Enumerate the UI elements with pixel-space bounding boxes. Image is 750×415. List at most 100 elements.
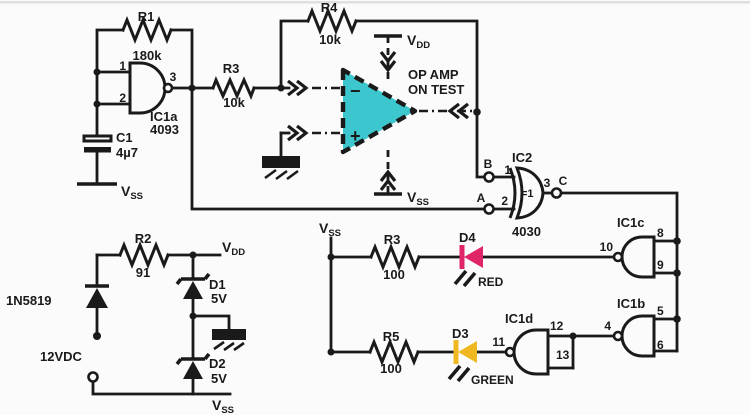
r5-ref-label: R5: [383, 329, 400, 344]
ic2-xor-symbol: =1: [521, 188, 534, 200]
op-amp-under-test: [262, 34, 473, 196]
op-amp-label-line2: ON TEST: [408, 82, 464, 97]
wire-osc-left-rail: [95, 28, 125, 138]
1n5819-label: 1N5819: [6, 293, 52, 308]
d1-ref-label: D1: [209, 277, 226, 292]
d3-emission-arrows-icon: [447, 364, 471, 383]
ic1c-pin10-label: 10: [600, 240, 614, 254]
nand-body-ic1a: [128, 61, 167, 115]
d3-color-label: GREEN: [471, 373, 514, 387]
vss-label-opamp: VSS: [407, 189, 429, 208]
led-d3-green: [447, 340, 477, 383]
ic2-pin1-label: 1: [504, 163, 511, 177]
d4-color-label: RED: [478, 275, 504, 289]
ground-symbol-zener: [212, 329, 246, 352]
ic2-pin2-label: 2: [501, 194, 508, 208]
ground-hatch: [264, 168, 299, 181]
chevrons-output-icon: [447, 102, 469, 120]
terminal-b: [483, 171, 495, 183]
d1-value-label: 5V: [211, 291, 227, 306]
nand-body-ic1b: [620, 314, 656, 358]
terminal-c: [550, 187, 563, 199]
ic1a-pin3-label: 3: [170, 70, 177, 84]
op-amp-label-line1: OP AMP: [408, 67, 459, 82]
resistors: [118, 6, 421, 367]
inverter-bubble-ic1b: [612, 330, 624, 342]
gate-ic1c: [612, 235, 656, 279]
resistor-r5: [368, 337, 420, 367]
ic1b-ref-label: IC1b: [617, 296, 645, 311]
chevrons-vdd-down-icon: [379, 51, 397, 73]
d1-triangle: [183, 281, 203, 299]
node-a-label: A: [477, 191, 486, 205]
wire-r4-left: [279, 19, 310, 90]
ground-bar-2: [212, 329, 246, 340]
ic2-pin3-label: 3: [544, 176, 551, 190]
zener-d2: [175, 352, 211, 379]
vdd-label-opamp: VDD: [407, 32, 430, 51]
resistor-r1: [121, 15, 173, 45]
chevrons-vss-up-icon: [379, 169, 397, 191]
ic1d-pin13-label: 13: [556, 348, 570, 362]
led-d4-red: [453, 245, 483, 288]
vss-label-c1: VSS: [121, 183, 143, 202]
ic1a-part-label: 4093: [150, 122, 179, 137]
r3-led-value-label: 100: [383, 267, 405, 282]
terminal-12v-positive: [93, 332, 101, 340]
r1-ref-label: R1: [138, 9, 155, 24]
r3-led-ref-label: R3: [384, 232, 401, 247]
ic1c-pin8-label: 8: [657, 226, 664, 240]
inverter-bubble-ic1d: [504, 346, 516, 358]
resistor-r2: [118, 240, 170, 270]
ground-bar: [262, 156, 300, 168]
resistor-r3-osc: [211, 76, 256, 100]
resistor-r3-led: [369, 242, 421, 272]
gate-ic2: [483, 166, 563, 220]
vss-label-mid: VSS: [319, 220, 341, 239]
r4-value-label: 10k: [319, 32, 341, 47]
chevrons-inv-input-icon: [287, 79, 309, 97]
nand-body-ic1c: [620, 235, 656, 279]
op-amp-plus-sign: +: [350, 126, 361, 146]
terminal-a: [483, 203, 495, 215]
resistor-r4: [306, 6, 358, 36]
r2-value-label: 91: [136, 265, 150, 280]
wire-r4-right-to-b: [354, 19, 486, 179]
d2-triangle: [183, 361, 203, 379]
terminal-12v-negative: [87, 371, 99, 383]
wire-zener-ground-branch: [191, 314, 231, 331]
zener-d1: [175, 272, 211, 299]
wire-c-rail: [559, 191, 679, 353]
c1-value-label: 4µ7: [116, 145, 138, 160]
ic1b-pin4-label: 4: [604, 319, 611, 333]
vdd-label-supply: VDD: [222, 239, 245, 258]
wire-node-to-a: [190, 86, 486, 211]
r1-value-label: 180k: [133, 48, 163, 63]
inverter-bubble-ic1c: [612, 251, 624, 263]
vss-label-supply: VSS: [212, 397, 234, 415]
d1-cathode-bar: [175, 272, 211, 286]
gate-ic1a: [128, 61, 174, 115]
r2-ref-label: R2: [135, 231, 152, 246]
junction-dots: [93, 68, 681, 356]
wire-bottom-vss: [91, 379, 232, 396]
xor-input-arc: [508, 167, 517, 219]
ic2-ref-label: IC2: [512, 150, 532, 165]
capacitor-c1: [77, 134, 117, 186]
gate-ic1d: [504, 328, 550, 376]
ground-hatch-2: [213, 340, 245, 352]
r5-value-label: 100: [380, 361, 402, 376]
d2-cathode-bar: [175, 352, 211, 366]
ground-symbol-opamp: [262, 156, 300, 181]
ic1d-pin12-label: 12: [550, 319, 564, 333]
node-c-label: C: [559, 174, 568, 188]
ic1b-pin6-label: 6: [657, 338, 664, 352]
ic1d-pin11-label: 11: [492, 335, 505, 349]
c1-bottom-plate: [84, 147, 111, 153]
d2-value-label: 5V: [211, 371, 227, 386]
1n5819-triangle: [86, 288, 108, 308]
op-amp-minus-sign: −: [350, 81, 361, 101]
ic1a-ref-label: IC1a: [150, 109, 178, 124]
wire-r1-to-node: [169, 28, 194, 90]
